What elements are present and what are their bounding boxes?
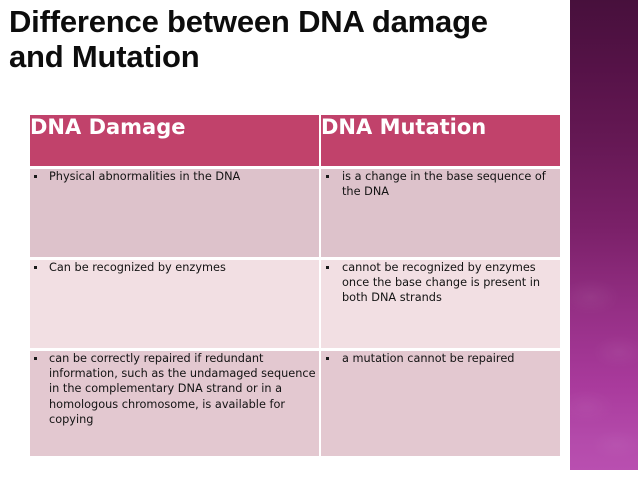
bullet-list: Physical abnormalities in the DNA <box>30 169 319 184</box>
bullet-list: a mutation cannot be repaired <box>321 351 560 366</box>
table-row: can be correctly repaired if redundant i… <box>30 351 560 456</box>
list-item: is a change in the base sequence of the … <box>321 169 560 199</box>
cell-mutation-3: a mutation cannot be repaired <box>321 351 560 456</box>
bullet-list: can be correctly repaired if redundant i… <box>30 351 319 427</box>
table-header-row: DNA Damage DNA Mutation <box>30 115 560 166</box>
bullet-list: is a change in the base sequence of the … <box>321 169 560 199</box>
cell-damage-2: Can be recognized by enzymes <box>30 260 319 348</box>
comparison-table: DNA Damage DNA Mutation Physical abnorma… <box>28 112 562 459</box>
right-gradient-band <box>570 0 638 470</box>
column-header-dna-mutation: DNA Mutation <box>321 115 560 166</box>
cell-mutation-2: cannot be recognized by enzymes once the… <box>321 260 560 348</box>
bullet-list: Can be recognized by enzymes <box>30 260 319 275</box>
column-header-dna-damage: DNA Damage <box>30 115 319 166</box>
band-sheen-overlay <box>570 258 638 470</box>
page-title: Difference between DNA damage and Mutati… <box>9 4 488 74</box>
table-row: Can be recognized by enzymes cannot be r… <box>30 260 560 348</box>
table-row: Physical abnormalities in the DNA is a c… <box>30 169 560 257</box>
cell-damage-3: can be correctly repaired if redundant i… <box>30 351 319 456</box>
bullet-list: cannot be recognized by enzymes once the… <box>321 260 560 306</box>
list-item: Physical abnormalities in the DNA <box>30 169 319 184</box>
list-item: a mutation cannot be repaired <box>321 351 560 366</box>
cell-mutation-1: is a change in the base sequence of the … <box>321 169 560 257</box>
list-item: can be correctly repaired if redundant i… <box>30 351 319 427</box>
list-item: cannot be recognized by enzymes once the… <box>321 260 560 306</box>
cell-damage-1: Physical abnormalities in the DNA <box>30 169 319 257</box>
list-item: Can be recognized by enzymes <box>30 260 319 275</box>
